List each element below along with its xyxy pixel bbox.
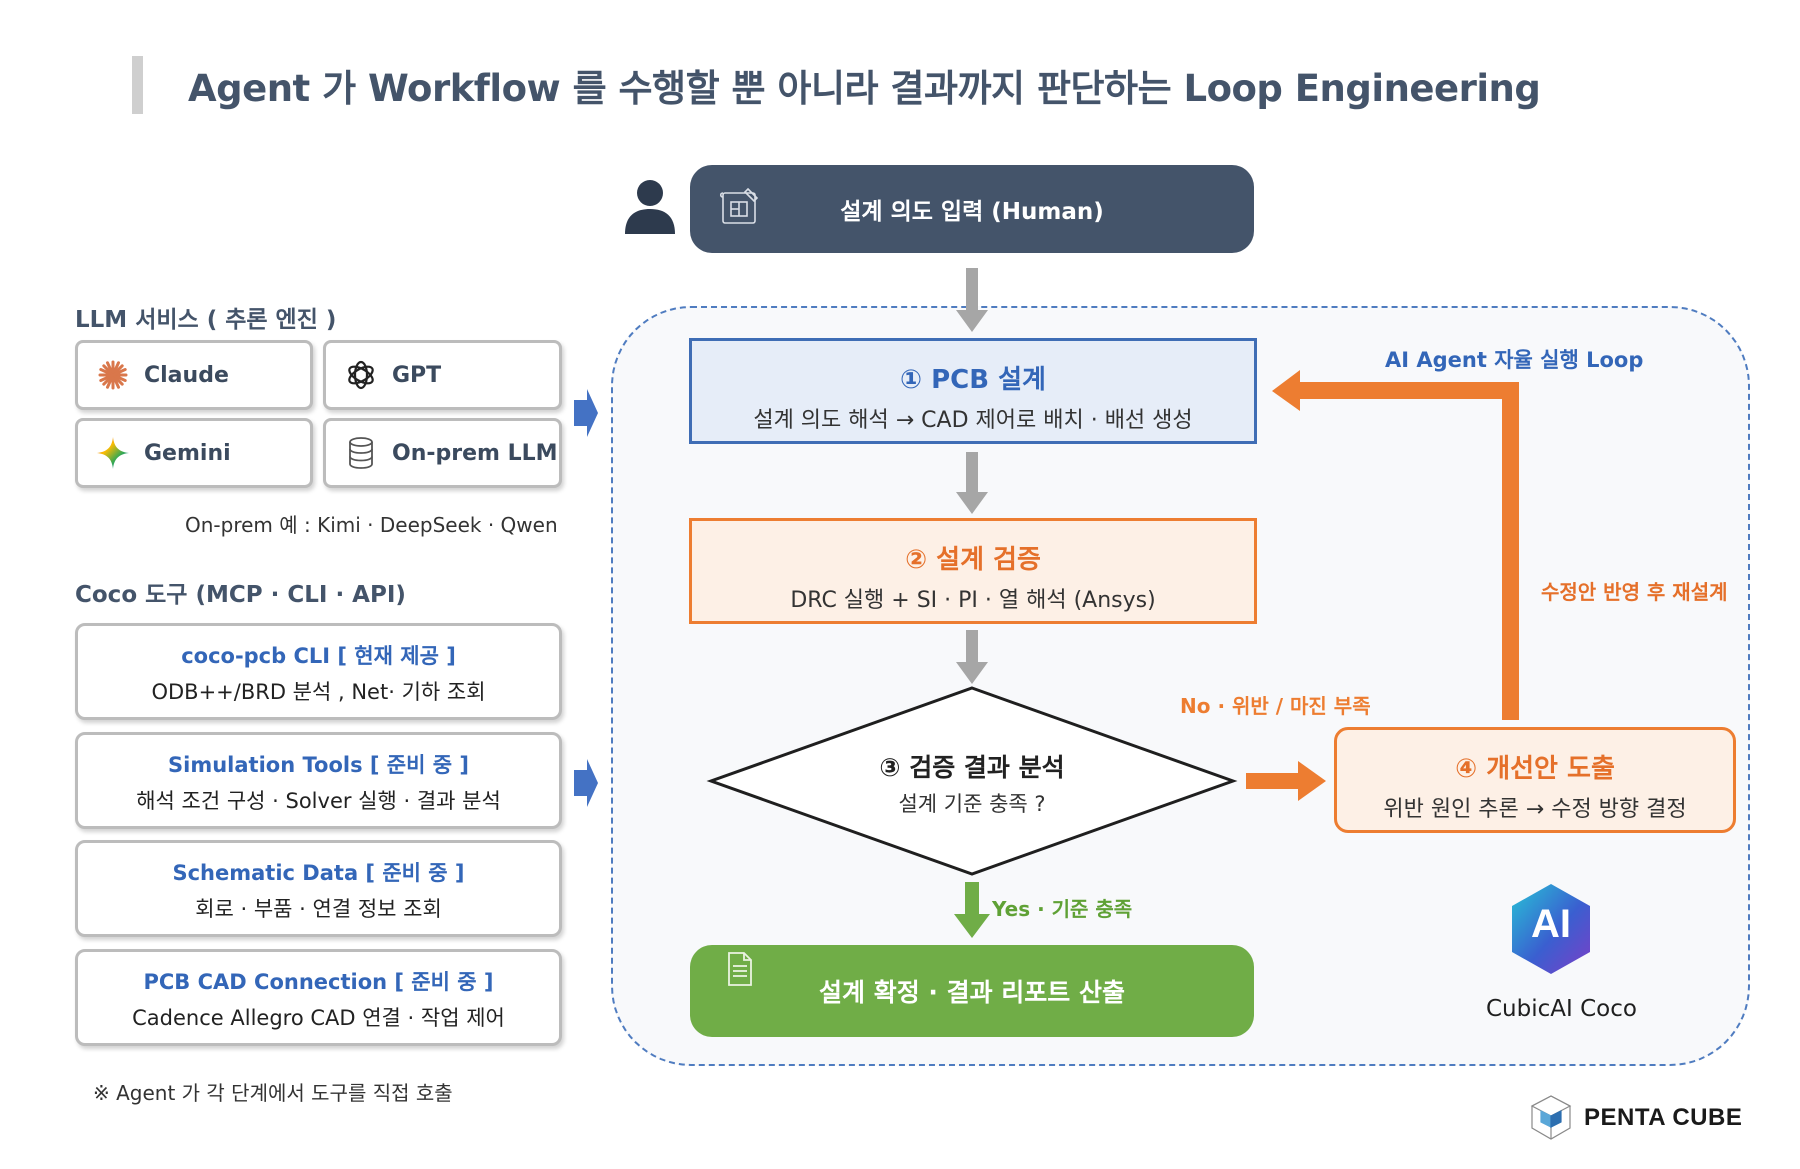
step3-desc: 설계 기준 충족 ?: [898, 792, 1046, 816]
step4-title: ④ 개선안 도출: [1455, 754, 1615, 784]
step2-desc: DRC 실행 + SI · PI · 열 해석 (Ansys): [790, 588, 1156, 613]
onprem-note: On-prem 예 : Kimi · DeepSeek · Qwen: [185, 513, 558, 537]
tool-pcb-cad-connection[interactable]: PCB CAD Connection [ 준비 중 ] Cadence Alle…: [75, 949, 562, 1046]
database-icon: [344, 436, 378, 470]
step1-pcb-design: ① PCB 설계 설계 의도 해석 → CAD 제어로 배치 · 배선 생성: [689, 338, 1257, 444]
llm-onprem[interactable]: On-prem LLM: [323, 418, 562, 488]
tool-desc: Cadence Allegro CAD 연결 · 작업 제어: [132, 1006, 505, 1030]
step4-desc: 위반 원인 추론 → 수정 방향 결정: [1383, 797, 1687, 822]
page-title: Agent 가 Workflow 를 수행할 뿐 아니라 결과까지 판단하는 L…: [188, 67, 1541, 110]
claude-sunburst-icon: [96, 358, 130, 392]
tool-title: PCB CAD Connection [ 준비 중 ]: [143, 970, 494, 994]
openai-knot-icon: [344, 358, 378, 392]
feedback-arrow-head: [1272, 370, 1519, 720]
coco-name: CubicAI Coco: [1486, 996, 1637, 1022]
no-label: No · 위반 / 마진 부족: [1180, 694, 1371, 718]
tool-title: Schematic Data [ 준비 중 ]: [172, 861, 465, 885]
tool-coco-pcb-cli[interactable]: coco-pcb CLI [ 현재 제공 ] ODB++/BRD 분석 , Ne…: [75, 623, 562, 720]
tool-title: Simulation Tools [ 준비 중 ]: [168, 753, 469, 777]
step2-design-verification: ② 설계 검증 DRC 실행 + SI · PI · 열 해석 (Ansys): [689, 518, 1257, 624]
llm-label: On-prem LLM: [392, 440, 558, 466]
step1-to-step2-arrow: [956, 452, 988, 514]
tool-desc: 회로 · 부품 · 연결 정보 조회: [195, 897, 442, 921]
final-output-label: 설계 확정 · 결과 리포트 산출: [818, 978, 1126, 1007]
tools-to-loop-arrow: [574, 759, 598, 807]
document-icon: [726, 951, 754, 993]
step4-improvement: ④ 개선안 도출 위반 원인 추론 → 수정 방향 결정: [1334, 727, 1736, 833]
llm-section-label: LLM 서비스 ( 추론 엔진 ): [75, 307, 337, 333]
penta-cube-logo-icon: [1528, 1094, 1574, 1146]
step3-decision-diamond: [706, 686, 1238, 876]
tool-desc: ODB++/BRD 분석 , Net· 기하 조회: [151, 680, 486, 704]
llm-label: GPT: [392, 362, 442, 388]
person-icon: [623, 178, 677, 238]
step1-desc: 설계 의도 해석 → CAD 제어로 배치 · 배선 생성: [753, 408, 1193, 433]
step3-title: ③ 검증 결과 분석: [879, 753, 1065, 782]
llm-label: Claude: [144, 362, 229, 388]
step2-title: ② 설계 검증: [905, 545, 1041, 575]
human-input-label: 설계 의도 입력 (Human): [840, 199, 1104, 225]
llm-gemini[interactable]: Gemini: [75, 418, 313, 488]
agent-tool-note: ※ Agent 가 각 단계에서 도구를 직접 호출: [93, 1081, 453, 1105]
cubicai-coco-logo: AI: [1508, 882, 1594, 980]
loop-label: AI Agent 자율 실행 Loop: [1385, 348, 1644, 372]
final-output-box: 설계 확정 · 결과 리포트 산출: [690, 945, 1254, 1037]
yes-label: Yes · 기준 충족: [992, 897, 1133, 921]
tools-section-label: Coco 도구 (MCP · CLI · API): [75, 582, 406, 608]
blueprint-icon: [718, 185, 762, 235]
yes-arrow: [954, 882, 990, 938]
title-accent-bar: [132, 56, 143, 114]
step1-title: ① PCB 설계: [900, 365, 1046, 395]
tool-title: coco-pcb CLI [ 현재 제공 ]: [181, 644, 456, 668]
step2-to-step3-arrow: [956, 630, 988, 684]
tool-schematic-data[interactable]: Schematic Data [ 준비 중 ] 회로 · 부품 · 연결 정보 …: [75, 840, 562, 937]
llm-to-loop-arrow: [574, 389, 598, 437]
llm-label: Gemini: [144, 440, 231, 466]
redesign-label: 수정안 반영 후 재설계: [1541, 580, 1728, 604]
llm-gpt[interactable]: GPT: [323, 340, 562, 410]
tool-desc: 해석 조건 구성 · Solver 실행 · 결과 분석: [136, 789, 501, 813]
company-name: PENTA CUBE: [1584, 1104, 1743, 1131]
feedback-arrow: [1268, 372, 1517, 720]
step3-text: ③ 검증 결과 분석 설계 기준 충족 ?: [820, 748, 1124, 818]
tool-simulation[interactable]: Simulation Tools [ 준비 중 ] 해석 조건 구성 · Sol…: [75, 732, 562, 829]
human-to-step1-arrow: [956, 268, 988, 332]
gemini-sparkle-icon: [96, 436, 130, 470]
no-arrow: [1246, 761, 1326, 801]
llm-claude[interactable]: Claude: [75, 340, 313, 410]
human-input-box: 설계 의도 입력 (Human): [690, 165, 1254, 253]
coco-logo-text: AI: [1531, 902, 1571, 946]
